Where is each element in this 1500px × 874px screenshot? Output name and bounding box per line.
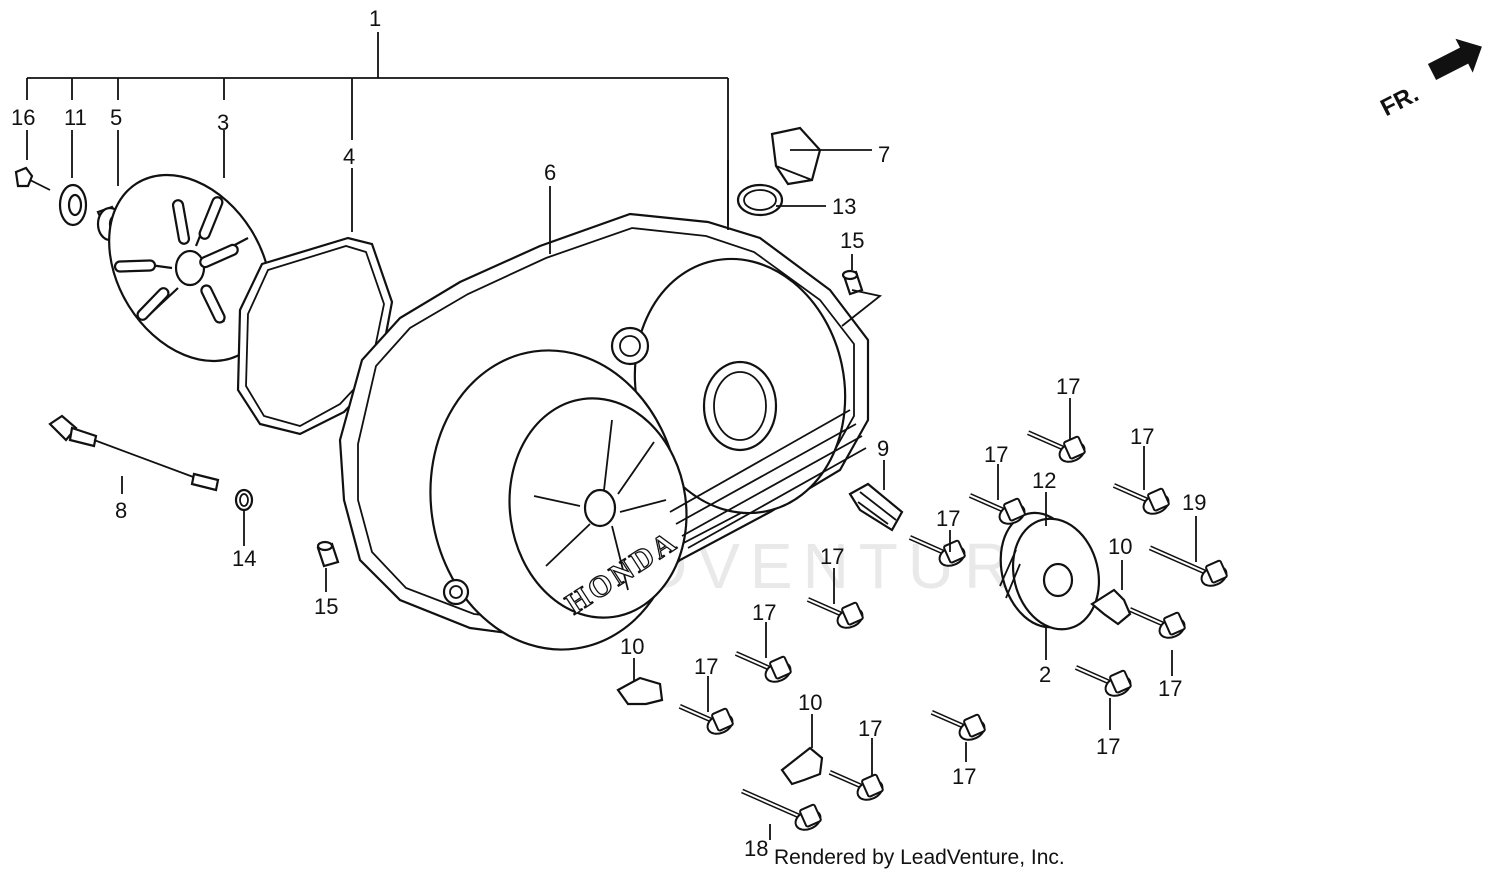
dowel-pin-15-upper-icon bbox=[841, 269, 864, 296]
callout-15-upper: 15 bbox=[840, 228, 864, 253]
callout-5: 5 bbox=[110, 105, 122, 130]
callout-4: 4 bbox=[343, 144, 355, 169]
callout-19: 19 bbox=[1182, 490, 1206, 515]
callout-10-right: 10 bbox=[1108, 534, 1132, 559]
bolt-group bbox=[678, 430, 1228, 831]
callout-17-c: 17 bbox=[1130, 424, 1154, 449]
assembly-bracket bbox=[26, 32, 729, 225]
callout-17-j: 17 bbox=[1096, 734, 1120, 759]
bolt-17-icon bbox=[1128, 607, 1186, 639]
clip-9-icon bbox=[848, 482, 904, 532]
clamp-10-right-icon bbox=[1090, 588, 1132, 626]
callout-17-e: 17 bbox=[820, 544, 844, 569]
callout-16: 16 bbox=[11, 105, 35, 130]
front-direction-arrow-icon bbox=[1427, 38, 1482, 81]
dipstick-8-icon bbox=[48, 414, 220, 492]
o-ring-13-icon bbox=[736, 183, 784, 217]
bolt-17-icon bbox=[806, 597, 864, 629]
bolt-17-icon bbox=[1027, 430, 1086, 463]
leader-lines bbox=[26, 130, 1197, 840]
bolt-17-icon bbox=[1112, 483, 1170, 515]
callout-9: 9 bbox=[877, 436, 889, 461]
cover-plate-3-icon bbox=[108, 173, 272, 363]
callout-3: 3 bbox=[217, 110, 229, 135]
clamp-10-bottom-icon bbox=[780, 746, 824, 786]
filler-cap-7-icon bbox=[770, 126, 822, 186]
callout-labels: 1 16 11 5 3 4 6 7 13 15 15 8 14 9 12 2 1… bbox=[11, 6, 1206, 861]
callout-17-i: 17 bbox=[952, 764, 976, 789]
callout-10-bottom: 10 bbox=[798, 690, 822, 715]
credit-line: Rendered by LeadVenture, Inc. bbox=[774, 846, 1065, 869]
callout-13: 13 bbox=[832, 194, 856, 219]
callout-8: 8 bbox=[115, 498, 127, 523]
bolt-17-icon bbox=[930, 709, 986, 741]
dowel-pin-15-lower-icon bbox=[316, 540, 340, 568]
washer-14-icon bbox=[234, 488, 254, 512]
callout-1: 1 bbox=[369, 6, 381, 31]
callout-17-h: 17 bbox=[858, 716, 882, 741]
callout-10-left: 10 bbox=[620, 634, 644, 659]
callout-14: 14 bbox=[232, 546, 256, 571]
bolt-17-icon bbox=[968, 493, 1026, 525]
callout-17-f: 17 bbox=[752, 600, 776, 625]
callout-17-g: 17 bbox=[694, 654, 718, 679]
callout-11: 11 bbox=[64, 105, 87, 130]
front-direction-label: FR. bbox=[1376, 80, 1423, 122]
gasket-4-icon bbox=[236, 236, 394, 436]
bolt-18-icon bbox=[741, 788, 822, 831]
callout-7: 7 bbox=[878, 142, 890, 167]
callout-17-k: 17 bbox=[1158, 676, 1182, 701]
oil-seal-11-icon bbox=[58, 183, 88, 227]
bolt-17-icon bbox=[678, 703, 734, 735]
callout-6: 6 bbox=[544, 160, 556, 185]
callout-18: 18 bbox=[744, 836, 768, 861]
bolt-17-icon bbox=[734, 651, 792, 683]
callout-17-a: 17 bbox=[1056, 374, 1080, 399]
bolt-16-icon bbox=[14, 166, 51, 191]
crankcase-cover-6-icon: HONDA bbox=[338, 212, 870, 651]
bolt-17-icon bbox=[1074, 665, 1132, 697]
bolt-19-icon bbox=[1148, 545, 1228, 587]
callout-2: 2 bbox=[1039, 662, 1051, 687]
callout-15-lower: 15 bbox=[314, 594, 338, 619]
pulley-12-icon bbox=[999, 511, 1101, 631]
callout-17-b: 17 bbox=[984, 442, 1008, 467]
bolt-17-icon bbox=[828, 769, 884, 801]
callout-12: 12 bbox=[1032, 468, 1056, 493]
callout-17-d: 17 bbox=[936, 506, 960, 531]
clamp-10-left-icon bbox=[616, 676, 664, 706]
